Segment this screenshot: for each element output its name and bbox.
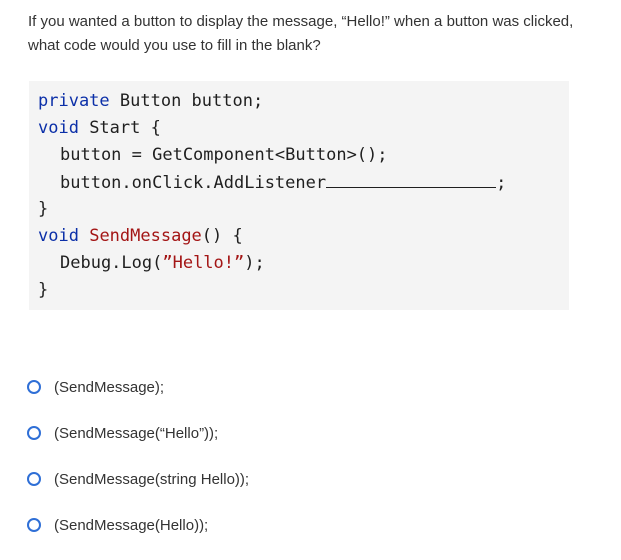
answer-option-1[interactable]: (SendMessage); [27, 376, 249, 398]
code-text: ); [244, 253, 265, 273]
code-keyword: private [38, 91, 110, 111]
answer-option-label: (SendMessage); [54, 378, 165, 396]
code-keyword: void [38, 226, 79, 246]
code-string: ”Hello!” [162, 253, 245, 273]
code-keyword: void [38, 118, 79, 138]
code-line-7: Debug.Log(”Hello!”); [38, 250, 569, 277]
radio-button-icon[interactable] [27, 426, 41, 440]
code-text: Button button; [109, 91, 264, 111]
code-line-5: } [38, 196, 569, 223]
answer-option-3[interactable]: (SendMessage(string Hello)); [27, 468, 249, 490]
code-text: } [38, 280, 49, 300]
answer-option-4[interactable]: (SendMessage(Hello)); [27, 514, 249, 536]
code-line-1: private Button button; [38, 88, 569, 115]
code-line-2: void Start { [38, 115, 569, 142]
code-text: button.onClick.AddListener [60, 173, 327, 193]
answer-option-label: (SendMessage(Hello)); [54, 516, 209, 534]
code-line-3: button = GetComponent<Button>(); [38, 142, 569, 169]
radio-button-icon[interactable] [27, 518, 41, 532]
answer-options: (SendMessage); (SendMessage(“Hello”)); (… [27, 376, 249, 560]
code-text: () { [201, 226, 243, 246]
code-line-4: button.onClick.AddListener; [38, 169, 569, 196]
radio-button-icon[interactable] [27, 472, 41, 486]
code-line-8: } [38, 277, 569, 304]
answer-option-label: (SendMessage(“Hello”)); [54, 424, 219, 442]
answer-option-2[interactable]: (SendMessage(“Hello”)); [27, 422, 249, 444]
code-text: Debug.Log( [60, 253, 163, 273]
code-text: ; [496, 173, 507, 193]
question-text: If you wanted a button to display the me… [28, 13, 574, 54]
radio-button-icon[interactable] [27, 380, 41, 394]
code-text: button = GetComponent<Button>(); [60, 145, 388, 165]
code-text: Start { [78, 118, 161, 138]
fill-in-blank [326, 169, 497, 188]
answer-option-label: (SendMessage(string Hello)); [54, 470, 250, 488]
code-line-6: void SendMessage() { [38, 223, 569, 250]
code-text: } [38, 199, 49, 219]
code-method-name: SendMessage [89, 226, 202, 246]
code-block: private Button button; void Start { butt… [29, 81, 569, 310]
